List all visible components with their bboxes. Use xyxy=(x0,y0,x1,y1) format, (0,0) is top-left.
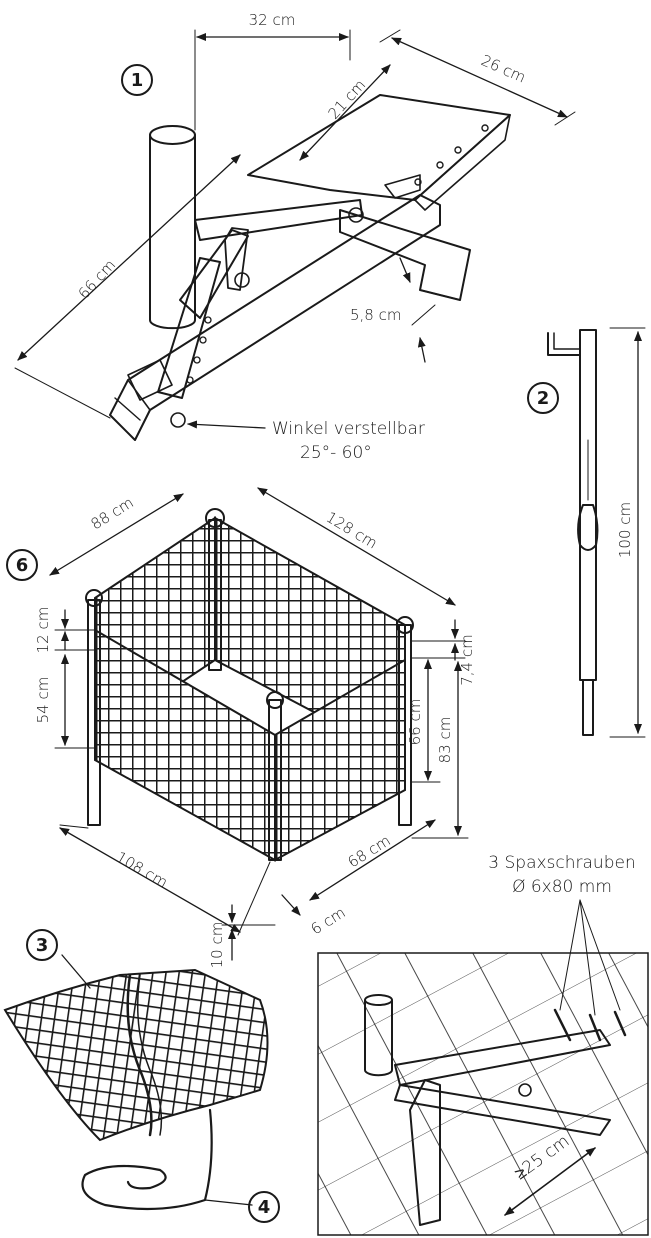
part-number-badge-6: 6 xyxy=(6,549,38,581)
label-128cm: 128 cm xyxy=(323,508,380,552)
part1-mast-bracket: 32 cm 26 cm 21 cm 66 cm 5,8 cm xyxy=(14,11,576,463)
label-54cm: 54 cm xyxy=(34,677,52,724)
svg-text:6: 6 xyxy=(16,555,29,576)
label-12cm: 12 cm xyxy=(34,607,52,654)
part2-pole: 100 cm 2 xyxy=(527,327,646,738)
angle-annotation: Winkel verstellbar 25°- 60° xyxy=(187,419,425,463)
label-26cm: 26 cm xyxy=(478,51,528,86)
cross-bar xyxy=(339,209,471,301)
part-number-badge-3: 3 xyxy=(26,929,58,961)
svg-text:1: 1 xyxy=(131,70,144,91)
roof-install-inset: 3 Spaxschrauben Ø 6x80 mm ≥25 cm xyxy=(317,853,649,1236)
roof-surface xyxy=(317,952,649,1236)
label-100cm: 100 cm xyxy=(616,502,634,558)
label-32cm: 32 cm xyxy=(249,11,296,29)
label-10cm: 10 cm xyxy=(208,922,226,969)
dimension-32cm: 32 cm xyxy=(194,11,351,131)
part6-mesh-basket: 88 cm 128 cm 12 cm 54 cm 7,4 cm 66 cm 83… xyxy=(6,487,476,969)
label-screws-size: Ø 6x80 mm xyxy=(512,877,612,897)
label-66cm: 66 cm xyxy=(75,256,120,303)
diagonal-brace xyxy=(194,199,363,241)
snap-hook-icon xyxy=(577,504,599,551)
label-screws-count: 3 Spaxschrauben xyxy=(488,853,635,873)
dimension-21cm: 21 cm xyxy=(299,64,391,161)
svg-text:2: 2 xyxy=(537,388,550,409)
svg-text:3: 3 xyxy=(36,935,49,956)
part3-mesh-sheet: 3 xyxy=(3,929,269,1142)
label-angle-range: 25°- 60° xyxy=(300,443,372,463)
part-number-badge-1: 1 xyxy=(121,64,153,96)
dimension-5-8cm: 5,8 cm xyxy=(350,257,436,363)
mounting-plate xyxy=(247,94,511,201)
label-108cm: 108 cm xyxy=(113,848,171,892)
mast-tube xyxy=(149,125,196,330)
dimension-66cm: 66 cm xyxy=(14,154,241,419)
basket-front-right-wall xyxy=(274,658,406,862)
svg-text:4: 4 xyxy=(258,1197,271,1218)
label-7-4cm: 7,4 cm xyxy=(458,634,476,685)
label-83cm: 83 cm xyxy=(436,717,454,764)
part-number-badge-4: 4 xyxy=(248,1191,280,1223)
part4-wire-clip: 4 xyxy=(81,1108,280,1223)
label-66cm-basket: 66 cm xyxy=(406,699,424,746)
label-angle-adjustable: Winkel verstellbar xyxy=(272,419,425,439)
label-5-8cm: 5,8 cm xyxy=(350,306,401,324)
part-number-badge-2: 2 xyxy=(527,382,559,414)
label-6cm: 6 cm xyxy=(308,903,349,938)
